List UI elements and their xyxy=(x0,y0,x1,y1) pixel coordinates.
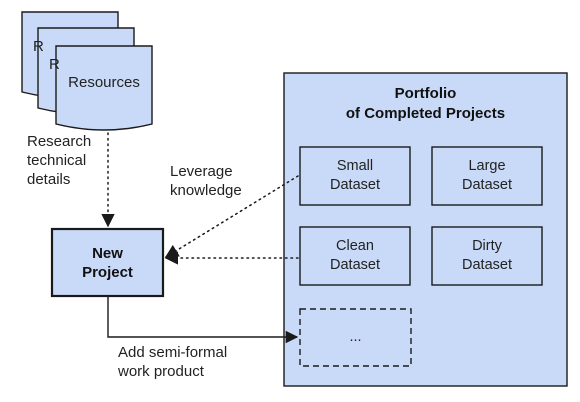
resource-doc-middle-label: R xyxy=(49,56,60,73)
dataset-label-clean: Clean Dataset xyxy=(330,238,380,273)
leverage-arrow-small xyxy=(164,175,299,258)
new-project-box xyxy=(50,227,165,298)
resource-doc-front xyxy=(55,45,153,131)
dataset-label-large: Large Dataset xyxy=(462,158,512,193)
dataset-box-clean xyxy=(299,226,411,286)
dataset-box-small xyxy=(299,146,411,206)
dataset-label-small: Small Dataset xyxy=(330,158,380,193)
resource-doc-back-label: R xyxy=(33,38,44,55)
portfolio-title: Portfolio of Completed Projects xyxy=(345,85,506,122)
dataset-box-dirty xyxy=(431,226,543,286)
research-label: Research technical details xyxy=(27,133,92,188)
add-work-product-label: Add semi-formal work product xyxy=(118,344,228,380)
leverage-label: Leverage knowledge xyxy=(170,163,242,199)
resources-label: Resources xyxy=(68,73,140,91)
dataset-box-large xyxy=(431,146,543,206)
add-work-product-arrow xyxy=(107,296,299,344)
placeholder-box xyxy=(299,308,412,367)
dataset-label-dirty: Dirty Dataset xyxy=(462,238,512,273)
placeholder-label: ... xyxy=(349,329,362,345)
new-project-label: New Project xyxy=(82,244,133,281)
